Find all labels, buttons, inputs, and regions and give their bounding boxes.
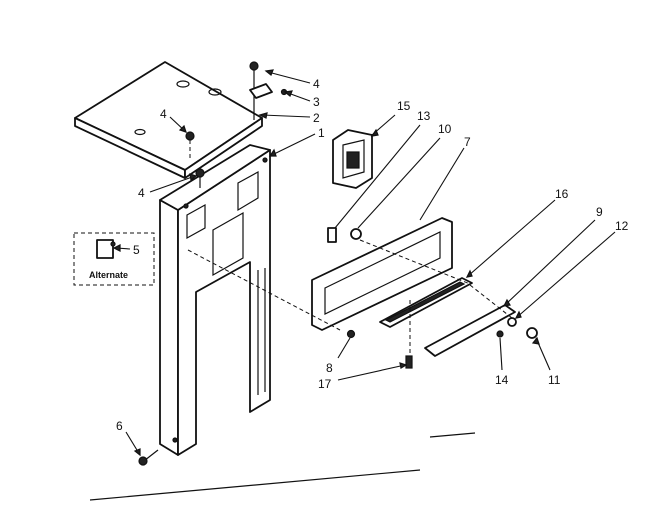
arrowheads bbox=[112, 69, 540, 457]
alignment-lines bbox=[187, 239, 513, 356]
screw-17 bbox=[405, 355, 413, 369]
label-15: 15 bbox=[397, 99, 411, 113]
screw-4-lower bbox=[195, 168, 205, 188]
label-17: 17 bbox=[318, 377, 332, 391]
label-9: 9 bbox=[596, 205, 603, 219]
label-14: 14 bbox=[495, 373, 509, 387]
ground-mark bbox=[429, 432, 476, 438]
label-4a: 4 bbox=[313, 77, 320, 91]
label-6: 6 bbox=[116, 419, 123, 433]
label-3: 3 bbox=[313, 95, 320, 109]
label-10: 10 bbox=[438, 122, 452, 136]
alternate-caption: Alternate bbox=[89, 270, 128, 280]
label-4b: 4 bbox=[160, 107, 167, 121]
plate-16 bbox=[379, 277, 473, 328]
label-1: 1 bbox=[318, 126, 325, 140]
screw-6 bbox=[138, 449, 159, 466]
label-5: 5 bbox=[133, 243, 140, 257]
front-plate-7 bbox=[311, 217, 453, 331]
ground-line bbox=[89, 469, 421, 501]
alternate-inset bbox=[73, 232, 155, 286]
part-labels: 4 3 2 1 4 4 5 Alternate 15 13 10 7 16 9 … bbox=[89, 77, 629, 433]
screw-13 bbox=[327, 227, 337, 243]
label-4c: 4 bbox=[138, 186, 145, 200]
nut-10 bbox=[350, 228, 362, 240]
screw-14 bbox=[496, 330, 504, 338]
screw-4-upper bbox=[249, 61, 259, 120]
clip-3 bbox=[249, 83, 288, 99]
strip-9 bbox=[424, 304, 516, 357]
label-7: 7 bbox=[464, 135, 471, 149]
label-8: 8 bbox=[326, 361, 333, 375]
label-13: 13 bbox=[417, 109, 431, 123]
top-plate bbox=[74, 61, 263, 179]
label-16: 16 bbox=[555, 187, 569, 201]
leg-stand bbox=[159, 144, 271, 456]
label-11: 11 bbox=[548, 373, 561, 387]
screw-8 bbox=[346, 329, 356, 339]
nut-11 bbox=[526, 327, 538, 339]
bracket-15 bbox=[332, 129, 373, 189]
label-12: 12 bbox=[615, 219, 629, 233]
washer-12 bbox=[507, 317, 517, 327]
screw-4-left bbox=[185, 131, 195, 160]
label-2: 2 bbox=[313, 111, 320, 125]
